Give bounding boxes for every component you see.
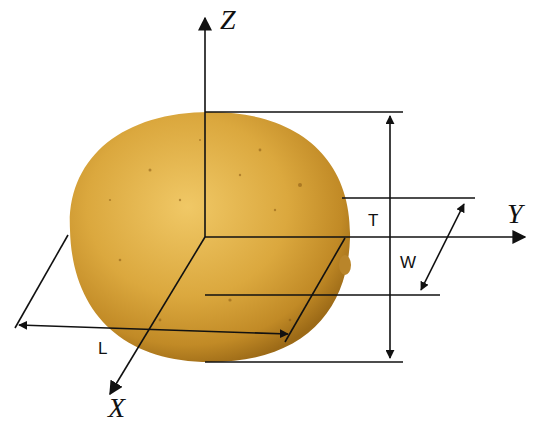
axis-label: Z (220, 6, 236, 34)
dimension-label: W (400, 254, 416, 271)
axis-label: X (108, 394, 125, 422)
axis-label: Y (507, 200, 523, 228)
dimension-label: L (98, 340, 107, 357)
dimension-label: T (368, 212, 378, 229)
axes-and-dimensions (15, 18, 525, 394)
